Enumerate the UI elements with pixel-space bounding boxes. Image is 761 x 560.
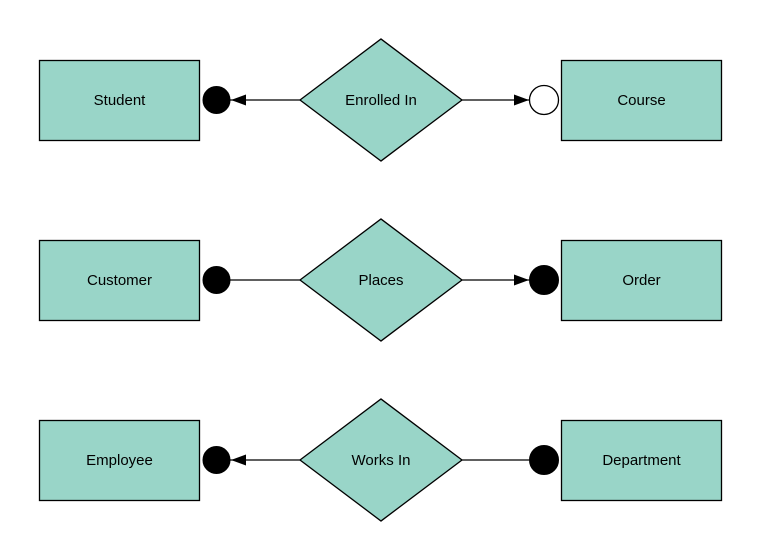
arrowhead-right-icon [514,274,529,286]
entity-box-customer [38,239,201,322]
relationship-label: Works In [352,452,411,469]
arrowhead-right-icon [514,94,529,106]
entity-label: Employee [86,452,153,469]
relationship-label: Enrolled In [345,92,417,109]
cardinality-filled-circle [202,86,231,114]
entity-label: Course [617,92,665,109]
relationship-row-customer-order: Customer Places Order [38,218,723,342]
relationship-label: Places [358,272,403,289]
entity-label: Student [94,92,147,109]
arrowhead-left-icon [231,454,246,466]
cardinality-filled-circle [202,446,231,474]
entity-box-order [560,239,723,322]
cardinality-filled-circle [202,266,231,294]
cardinality-filled-circle [529,265,559,295]
relationship-row-employee-department: Employee Works In Department [38,398,723,522]
cardinality-open-circle [528,84,560,116]
entity-label: Department [602,452,681,469]
relationship-diamond-works-in [298,398,464,522]
entity-label: Order [622,272,660,289]
entity-label: Customer [87,272,152,289]
cardinality-filled-circle [529,445,559,475]
arrowhead-left-icon [231,94,246,106]
relationship-diamond-enrolled-in [298,38,464,162]
entity-box-department [560,419,723,502]
entity-box-student [38,59,201,142]
relationship-row-student-course: Student Enrolled In Course [38,38,723,162]
entity-box-employee [38,419,201,502]
relationship-diamond-places [298,218,464,342]
entity-box-course [560,59,723,142]
